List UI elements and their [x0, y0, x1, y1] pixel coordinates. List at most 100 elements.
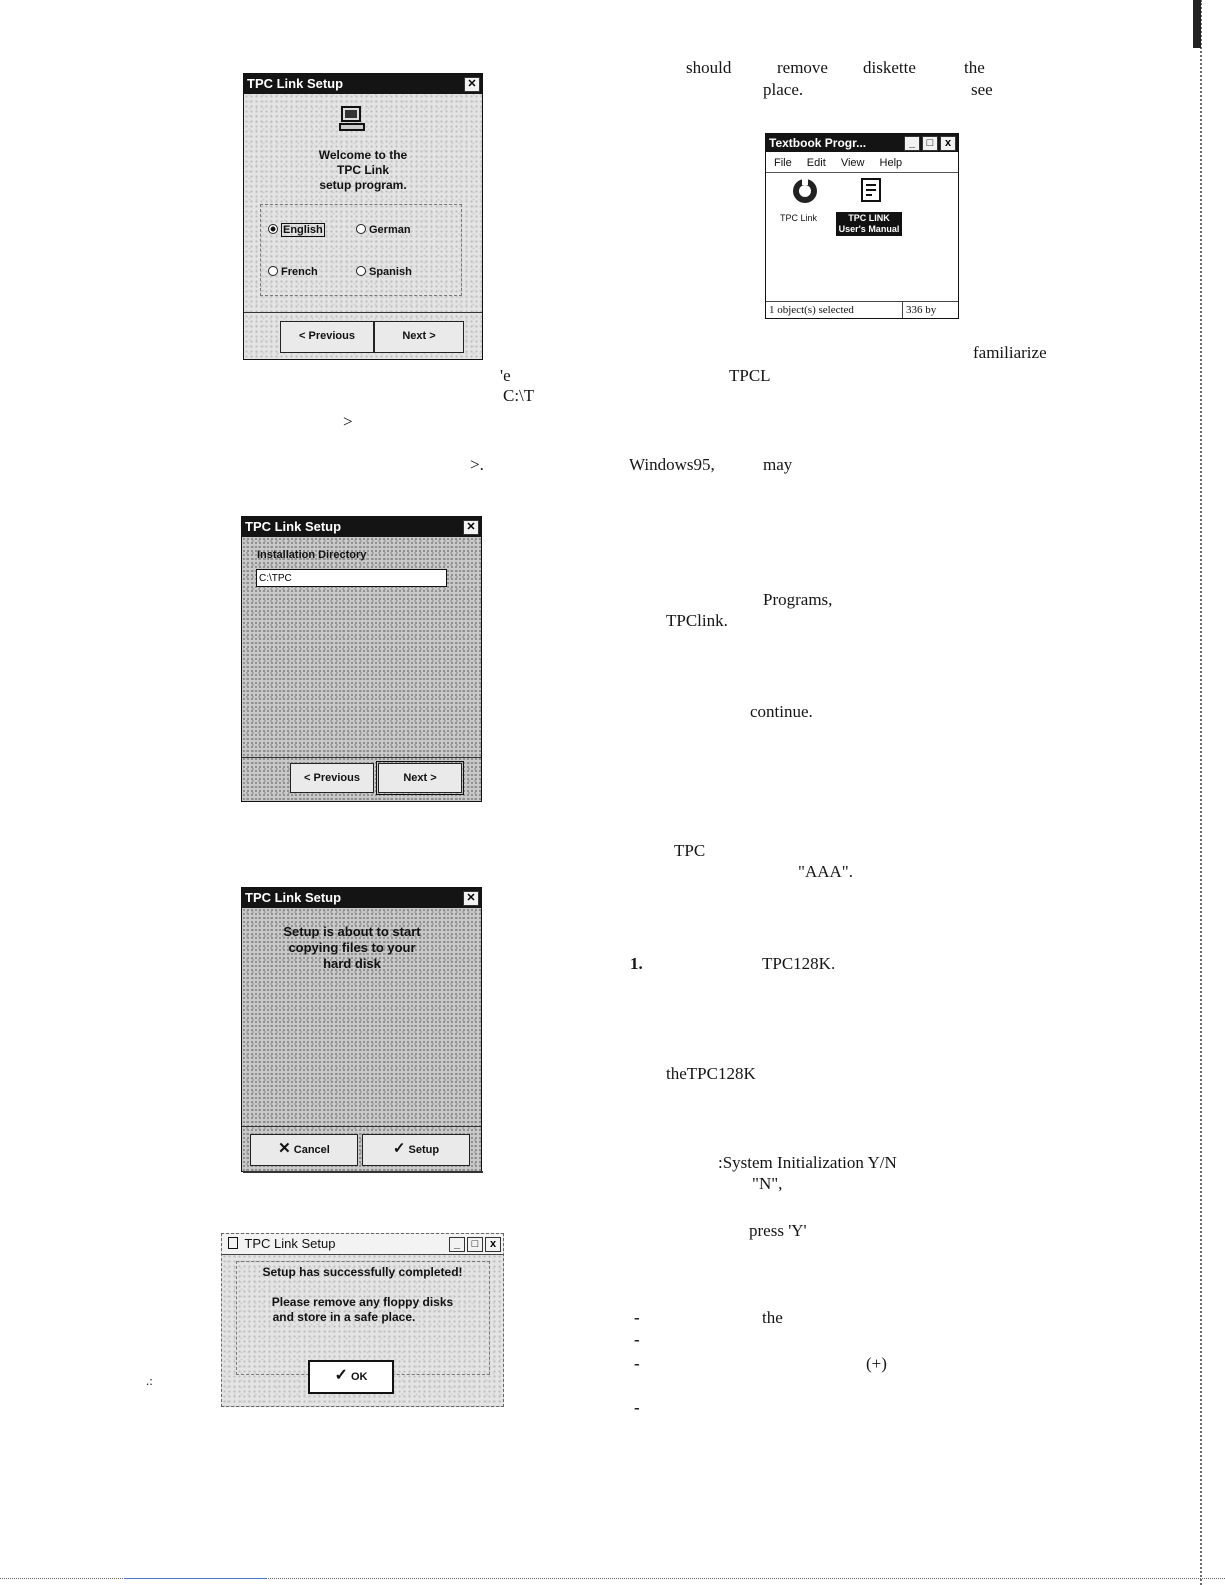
directory-input[interactable] — [256, 569, 447, 587]
tpc-link-app-icon[interactable] — [790, 177, 820, 205]
minimize-icon[interactable]: _ — [449, 1237, 465, 1252]
radio-english-label: English — [281, 223, 325, 237]
close-icon[interactable]: ✕ — [463, 891, 479, 906]
radio-dot — [356, 224, 366, 234]
scan-edge-right — [1200, 0, 1202, 1585]
divider — [242, 757, 481, 758]
text-tpcl: TPCL — [729, 366, 771, 385]
text-ct: C:\T — [503, 386, 535, 405]
text-continue: continue. — [750, 702, 813, 721]
radio-dot — [268, 224, 278, 234]
explorer-window: Textbook Progr... _ □ x File Edit View H… — [765, 133, 959, 319]
welcome-titlebar: TPC Link Setup ✕ — [244, 74, 482, 94]
explorer-title: Textbook Progr... — [769, 136, 867, 150]
manual-label[interactable]: TPC LINK User's Manual — [836, 212, 902, 236]
check-icon: ✓ — [334, 1367, 348, 1384]
copy-line3: hard disk — [323, 956, 381, 971]
radio-french-label: French — [281, 266, 318, 278]
next-button[interactable]: Next > — [374, 321, 464, 353]
maximize-icon[interactable]: □ — [467, 1237, 483, 1252]
cancel-button[interactable]: ✕ Cancel — [250, 1134, 358, 1166]
text-thetpc128k: theTPC128K — [666, 1064, 756, 1083]
radio-french[interactable]: French — [268, 266, 318, 278]
text-e: 'e — [500, 366, 511, 385]
check-icon: ✓ — [392, 1140, 406, 1157]
text-tpc128k: TPC128K. — [762, 954, 836, 973]
text-the: the — [964, 58, 985, 77]
radio-spanish-label: Spanish — [369, 266, 412, 278]
text-tpc: TPC — [674, 841, 706, 860]
radio-spanish[interactable]: Spanish — [356, 266, 412, 278]
text-aaa: "AAA". — [798, 862, 853, 881]
language-group — [260, 204, 462, 296]
status-selected: 1 object(s) selected — [769, 304, 854, 316]
menu-edit[interactable]: Edit — [806, 157, 826, 169]
directory-dialog: TPC Link Setup ✕ Installation Directory … — [241, 516, 482, 802]
text-the-lower: the — [762, 1308, 783, 1327]
done-dialog: TPC Link Setup _ □ x Setup has successfu… — [221, 1233, 504, 1407]
text-plus: (+) — [866, 1354, 887, 1373]
radio-dot — [268, 266, 278, 276]
text-see: see — [971, 80, 993, 99]
scan-edge-top-mark — [1193, 0, 1201, 48]
previous-button[interactable]: < Previous — [290, 763, 374, 793]
text-n: "N", — [752, 1174, 783, 1193]
text-diskette: diskette — [863, 58, 916, 77]
menu-help[interactable]: Help — [879, 157, 903, 169]
text-familiarize: familiarize — [973, 343, 1047, 362]
close-icon[interactable]: x — [485, 1237, 501, 1252]
menu-file[interactable]: File — [774, 157, 792, 169]
bullet-dash: - — [634, 1398, 640, 1417]
close-icon[interactable]: ✕ — [463, 520, 479, 535]
ok-button[interactable]: ✓ OK — [308, 1360, 394, 1394]
done-titlebar: TPC Link Setup _ □ x — [222, 1234, 503, 1255]
copy-title: TPC Link Setup — [245, 890, 342, 905]
welcome-line2: TPC Link — [336, 163, 389, 177]
text-should: should — [686, 58, 732, 77]
radio-dot — [356, 266, 366, 276]
done-line2: Please remove any floppy disks — [271, 1295, 454, 1309]
text-windows95: Windows95, — [629, 455, 715, 474]
bullet-dash: - — [634, 1308, 640, 1327]
text-place: place. — [763, 80, 804, 99]
text-gt-dot: >. — [470, 455, 484, 474]
ok-label: OK — [350, 1371, 368, 1383]
minimize-icon[interactable]: _ — [904, 136, 920, 151]
cancel-x-icon: ✕ — [278, 1140, 291, 1157]
explorer-titlebar: Textbook Progr... _ □ x — [766, 134, 958, 152]
divider — [244, 312, 482, 313]
directory-titlebar: TPC Link Setup ✕ — [242, 517, 481, 537]
menu-view[interactable]: View — [840, 157, 865, 169]
welcome-line3: setup program. — [319, 178, 407, 192]
text-may: may — [763, 455, 793, 474]
welcome-title: TPC Link Setup — [247, 76, 344, 91]
stray-mark: .: — [146, 1373, 153, 1388]
tpc-link-label[interactable]: TPC Link — [780, 213, 818, 223]
radio-english[interactable]: English — [268, 223, 325, 237]
scan-edge-bottom-blue — [124, 1578, 266, 1579]
close-icon[interactable]: ✕ — [464, 77, 480, 92]
directory-title: TPC Link Setup — [245, 519, 342, 534]
setup-window-icon — [228, 1237, 238, 1249]
setup-button[interactable]: ✓ Setup — [362, 1134, 470, 1166]
computer-setup-icon — [339, 106, 365, 131]
maximize-icon[interactable]: □ — [922, 136, 938, 151]
manual-document-icon[interactable] — [858, 177, 884, 205]
copy-line2: copying files to your — [288, 940, 416, 955]
bullet-dash: - — [634, 1354, 640, 1373]
done-title: TPC Link Setup — [244, 1236, 336, 1251]
previous-button[interactable]: < Previous — [280, 321, 374, 353]
directory-field-label: Installation Directory — [257, 549, 367, 561]
close-icon[interactable]: x — [940, 136, 956, 151]
radio-german[interactable]: German — [356, 224, 411, 236]
text-press-y: press 'Y' — [749, 1221, 807, 1240]
text-system-init: :System Initialization Y/N — [718, 1153, 897, 1172]
status-size: 336 by — [902, 302, 936, 318]
explorer-menubar: File Edit View Help — [766, 154, 958, 173]
text-programs: Programs, — [763, 590, 833, 609]
divider — [242, 1126, 481, 1127]
copy-titlebar: TPC Link Setup ✕ — [242, 888, 481, 908]
text-gt: > — [343, 412, 353, 431]
next-button[interactable]: Next > — [376, 761, 464, 795]
text-remove: remove — [777, 58, 828, 77]
